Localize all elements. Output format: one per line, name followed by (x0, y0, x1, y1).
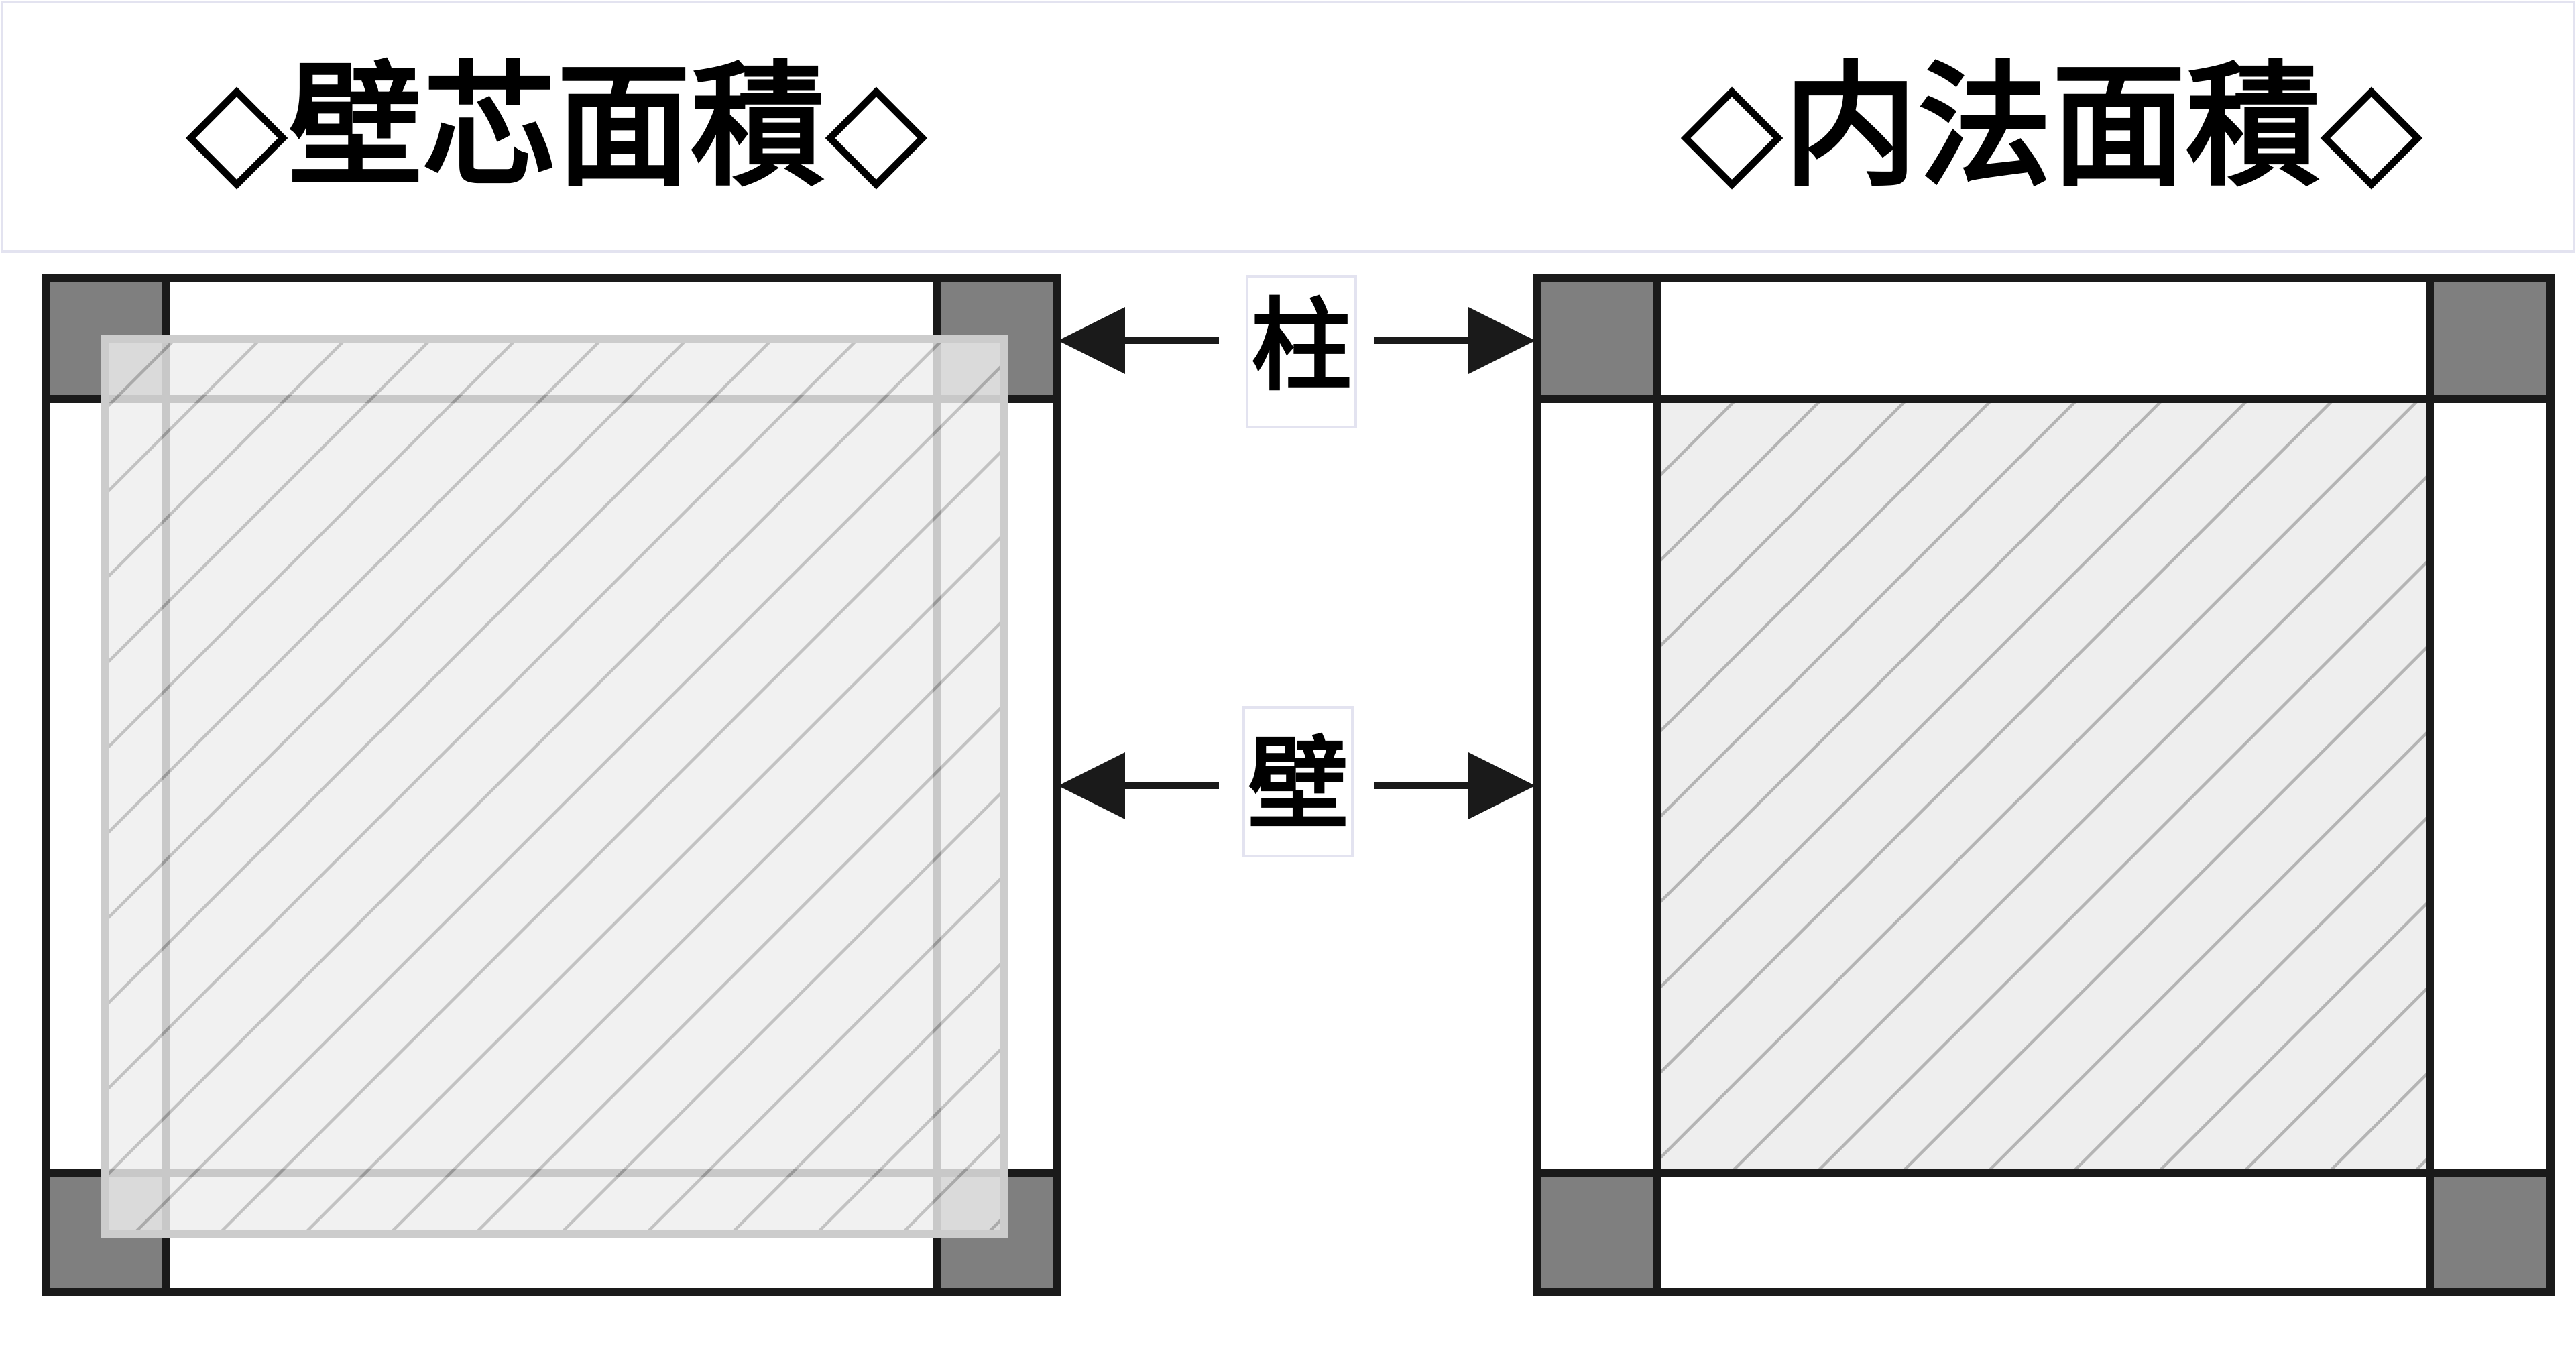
column-label-box (1246, 275, 1357, 428)
wall-callout: 壁 (1058, 706, 1535, 857)
right-inner-area (1657, 399, 2430, 1173)
wall-label: 壁 (1248, 727, 1348, 843)
right-diagram (1533, 274, 2555, 1296)
right-column-bottom-right (2426, 1169, 2555, 1296)
right-column-top-left (1533, 274, 1661, 403)
right-column-top-right (2426, 274, 2555, 403)
left-wall-center-area (101, 335, 1008, 1238)
column-label: 柱 (1251, 288, 1352, 405)
left-diagram-title: ◇壁芯面積◇ (185, 49, 928, 205)
right-column-bottom-left (1533, 1169, 1661, 1296)
wall-label-box (1242, 706, 1354, 857)
left-diagram (42, 274, 1061, 1296)
header-band (1, 1, 2575, 253)
right-diagram-title: ◇内法面積◇ (1680, 49, 2423, 205)
column-callout: 柱 (1058, 275, 1535, 428)
